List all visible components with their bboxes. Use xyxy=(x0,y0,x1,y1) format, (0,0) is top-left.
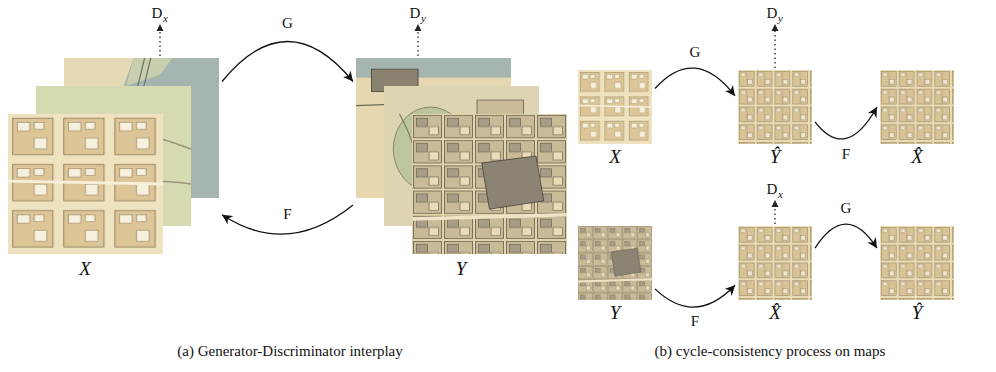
generator-label: G xyxy=(688,43,703,61)
subscript-label: x xyxy=(778,188,783,200)
discriminator-label: D xyxy=(152,4,163,22)
map-tile xyxy=(738,70,812,144)
leader-arrowhead xyxy=(157,24,779,207)
map-stack: X xyxy=(8,58,219,254)
map-tile-box: X̂ xyxy=(880,70,954,144)
subscript-label: y xyxy=(778,12,783,24)
discriminator-label: D xyxy=(767,180,778,198)
discriminator-leader xyxy=(160,30,775,224)
mapping-arrow xyxy=(222,205,353,234)
mapping-arrow xyxy=(222,42,353,82)
figure-caption: (a) Generator-Discriminator interplay xyxy=(177,342,402,360)
map-tile-box: Y xyxy=(578,226,652,300)
map-stack: Y xyxy=(356,58,567,254)
figure-caption: (b) cycle-consistency process on maps xyxy=(655,342,886,360)
map-tile-box: X xyxy=(578,70,652,144)
map-tile xyxy=(8,114,163,254)
tile-label: X̂ xyxy=(911,146,923,168)
map-tile xyxy=(880,70,954,144)
generator-label: G xyxy=(839,199,854,217)
tile-label: X xyxy=(79,258,91,280)
map-tile xyxy=(412,114,567,254)
subscript-label: y xyxy=(421,12,426,24)
map-tile xyxy=(880,226,954,300)
map-tile xyxy=(578,70,652,144)
mapping-arrow xyxy=(655,285,735,307)
map-tile xyxy=(578,226,652,300)
map-tile xyxy=(738,226,812,300)
mapping-arrow xyxy=(815,107,877,139)
tile-label: X xyxy=(609,146,621,168)
discriminator-label: D xyxy=(410,4,421,22)
subscript-label: x xyxy=(163,12,168,24)
mapping-arrow xyxy=(655,68,735,96)
mapping-arrow xyxy=(815,224,877,248)
generator-label: G xyxy=(280,14,295,32)
tile-label: Ŷ xyxy=(770,146,781,168)
generator-label: F xyxy=(840,145,852,163)
map-tile-box: Ŷ xyxy=(738,70,812,144)
generator-label: F xyxy=(689,312,701,330)
tile-label: Y xyxy=(610,302,621,324)
generator-label: F xyxy=(281,205,293,223)
map-tile-box: X̂ xyxy=(738,226,812,300)
map-tile-box: Ŷ xyxy=(880,226,954,300)
tile-label: Y xyxy=(456,258,467,280)
tile-label: Ŷ xyxy=(912,302,923,324)
tile-label: X̂ xyxy=(769,302,781,324)
discriminator-label: D xyxy=(767,4,778,22)
